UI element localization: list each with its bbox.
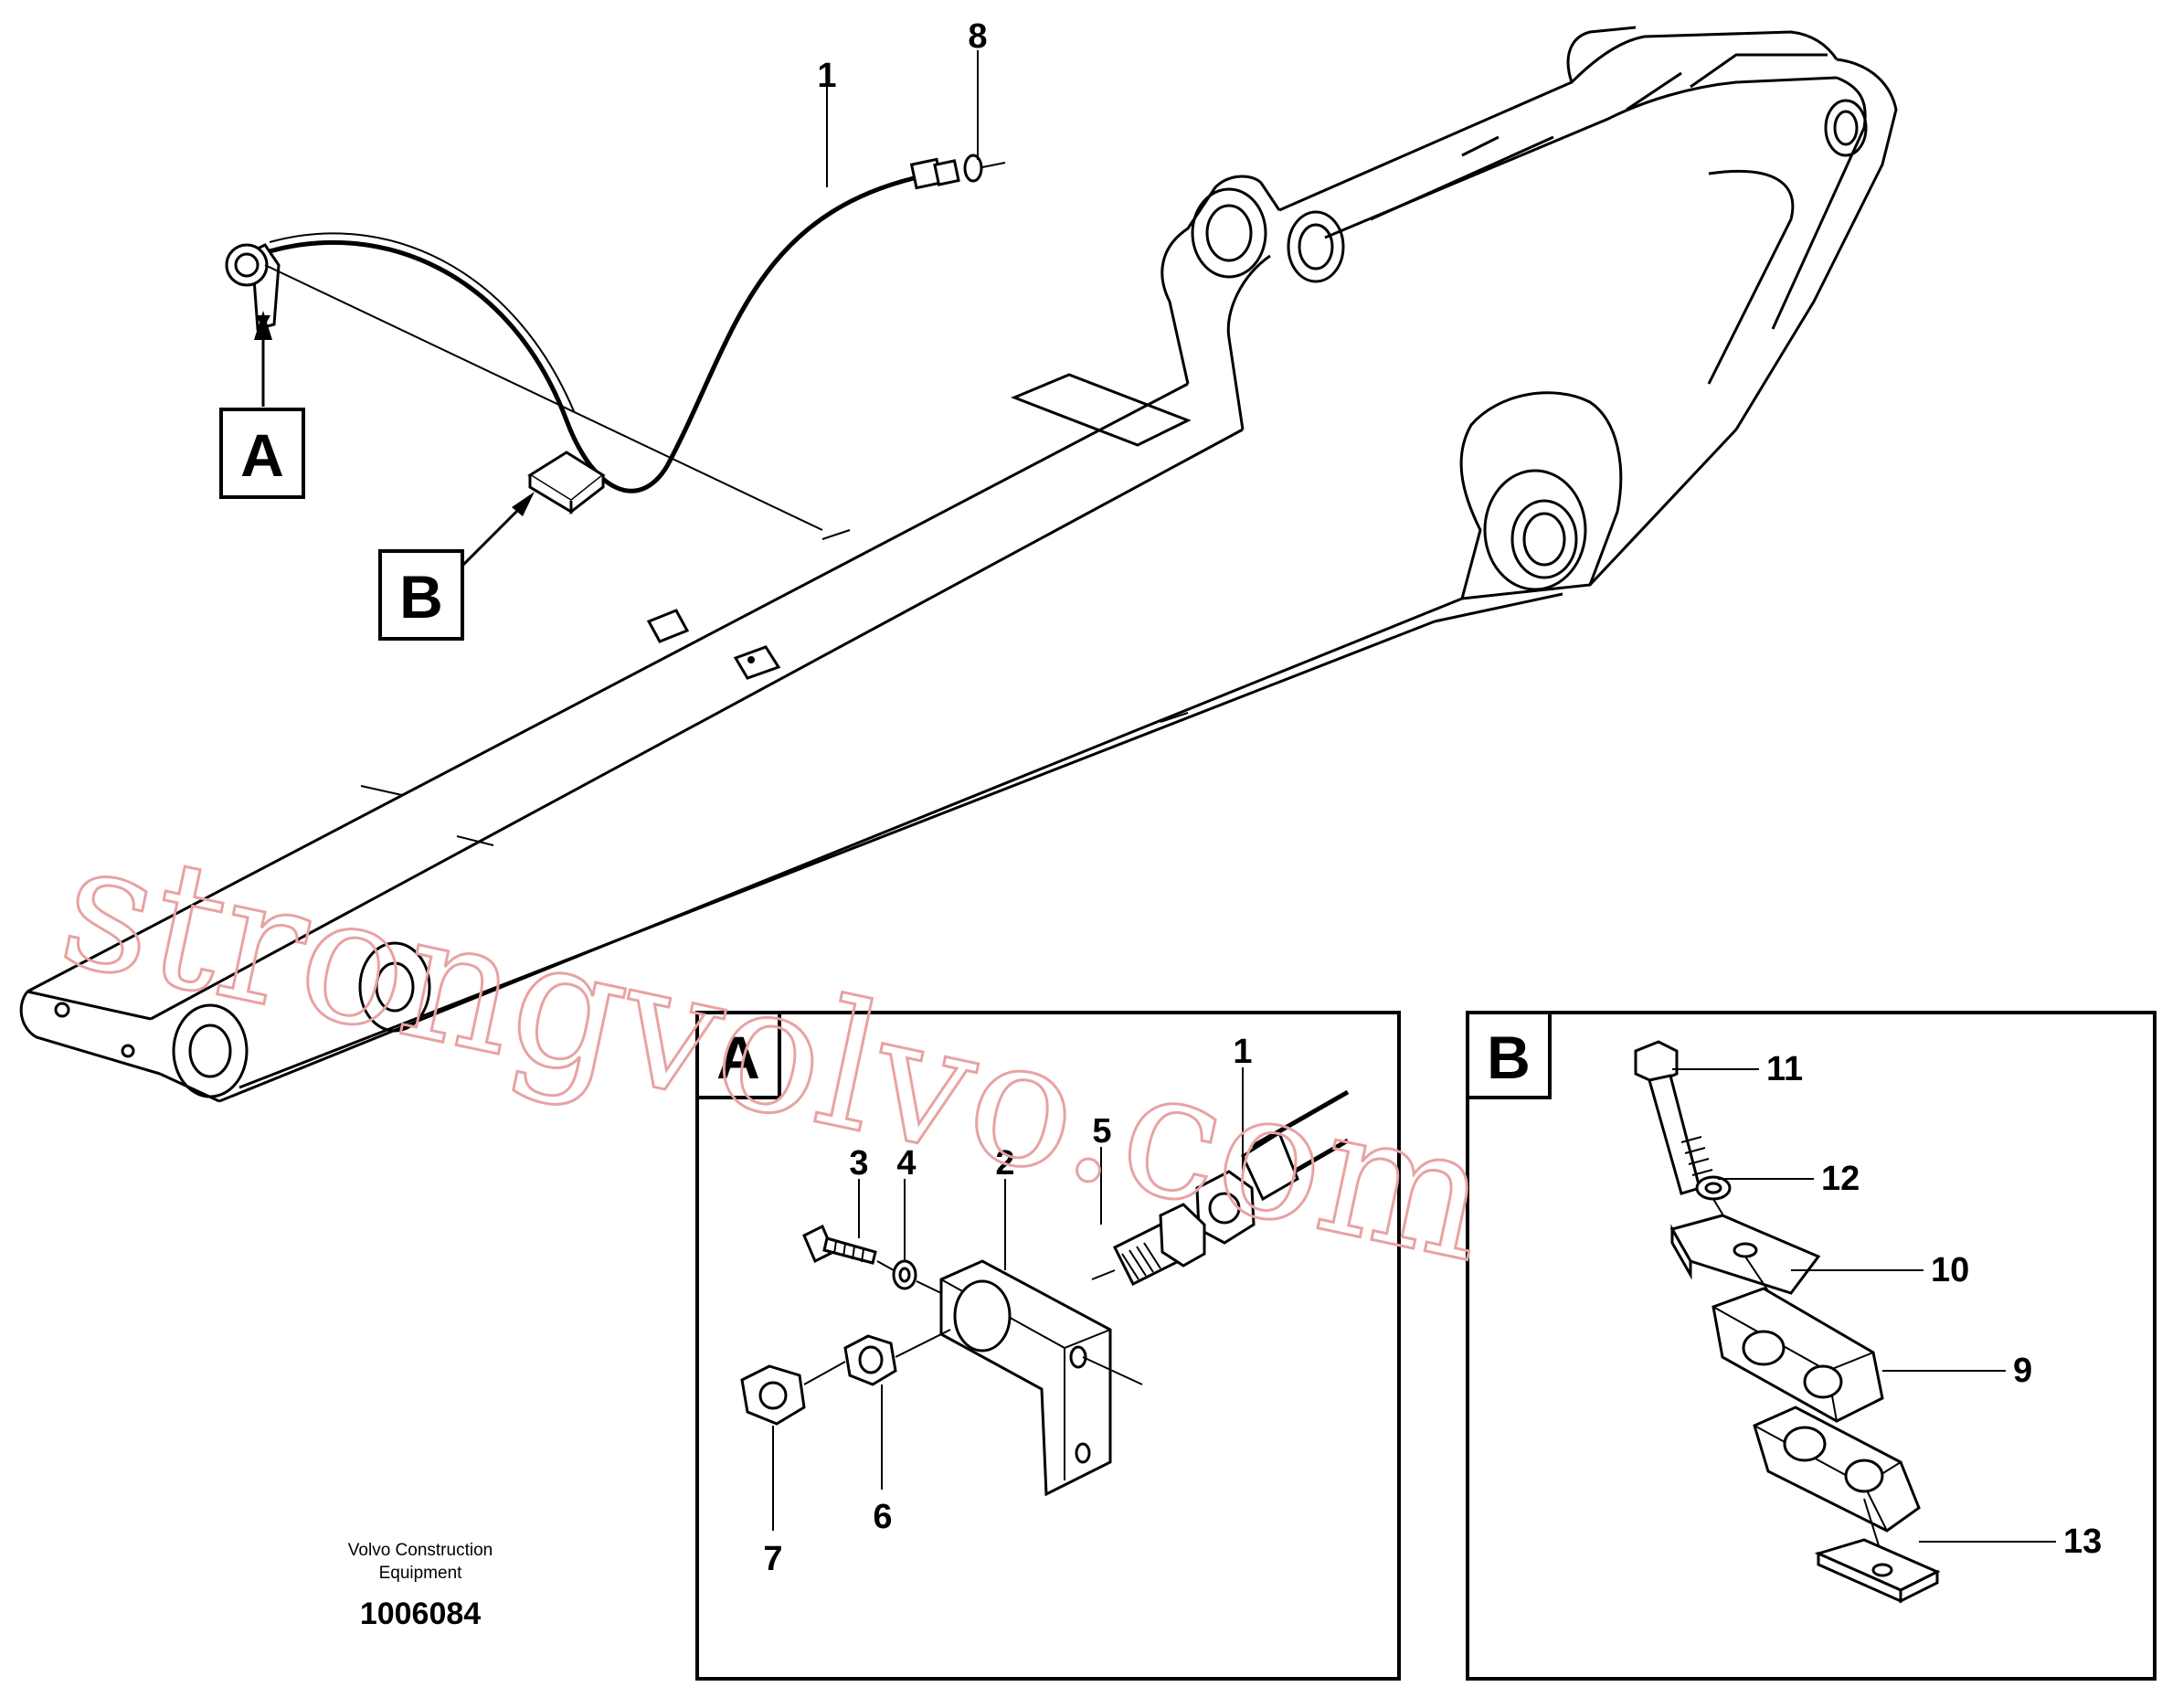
detail-panel-a-label: A [716,1024,760,1091]
callout-b-12: 12 [1821,1160,1860,1198]
detail-panel-b-label: B [1487,1024,1531,1091]
callout-a-3: 3 [849,1144,868,1183]
caption-line-2: Equipment [379,1564,463,1583]
detail-panel-a: A [695,1011,1401,1681]
callout-b-11: 11 [1766,1050,1803,1088]
doc-number: 1006084 [360,1597,481,1631]
callout-main-1: 1 [817,57,836,95]
hydraulic-hose [225,154,1006,531]
callout-b-10: 10 [1931,1251,1969,1289]
callout-b-9: 9 [2013,1352,2032,1390]
view-marker-a-label: A [240,421,284,489]
callout-a-7: 7 [763,1540,782,1578]
detail-panel-b: B 11 [1466,1011,2157,1681]
callout-a-2: 2 [995,1144,1014,1183]
view-marker-b-label: B [399,563,443,631]
callout-a-5: 5 [1092,1112,1111,1151]
view-marker-b: B [378,492,535,641]
callout-a-1: 1 [1233,1033,1252,1071]
caption-block: Volvo Construction Equipment 1006084 [348,1541,493,1631]
view-marker-a: A [219,311,305,499]
boom-arm [19,26,1898,1103]
callout-a-4: 4 [896,1144,916,1183]
caption-line-1: Volvo Construction [348,1541,493,1560]
callout-a-6: 6 [873,1498,892,1536]
callout-main-8: 8 [968,17,987,56]
callout-b-13: 13 [2063,1522,2102,1561]
